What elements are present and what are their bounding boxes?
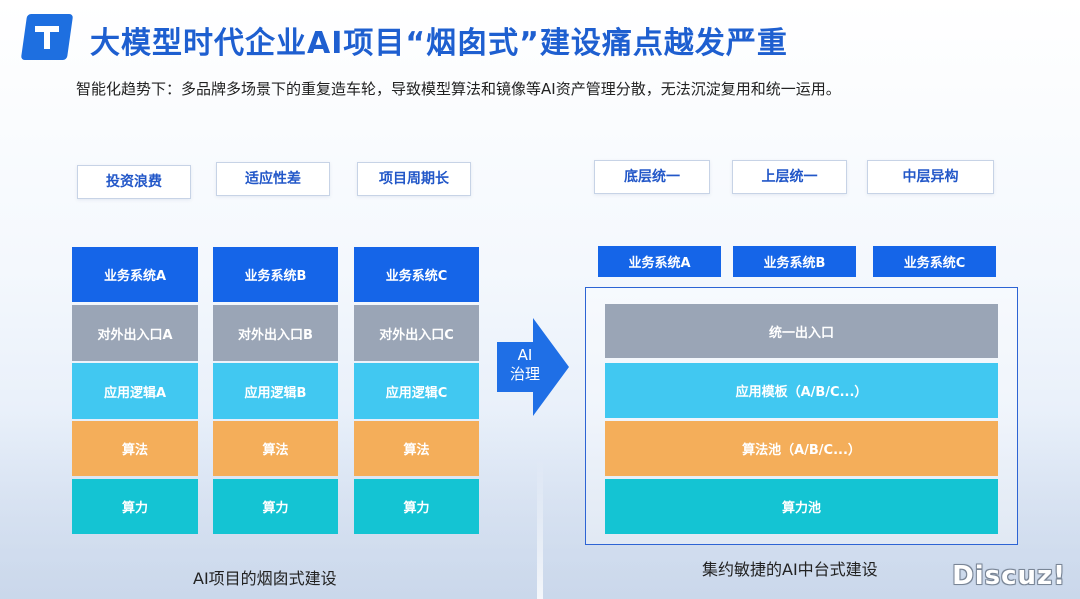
right-system-c: 业务系统C — [873, 246, 996, 277]
system-block-c: 业务系统C — [354, 247, 479, 302]
arrow-label: AI 治理 — [501, 346, 549, 384]
algorithm-block-b: 算法 — [213, 421, 338, 476]
benefit-tag: 底层统一 — [594, 160, 710, 194]
logic-block-b: 应用逻辑B — [213, 363, 338, 419]
algorithm-block-a: 算法 — [72, 421, 198, 476]
page-subtitle: 智能化趋势下：多品牌多场景下的重复造车轮，导致模型算法和镜像等AI资产管理分散，… — [76, 80, 841, 98]
compute-block-c: 算力 — [354, 479, 479, 534]
governance-arrow-icon — [497, 318, 569, 416]
compute-block-b: 算力 — [213, 479, 338, 534]
compute-pool-layer: 算力池 — [605, 479, 998, 534]
io-block-a: 对外出入口A — [72, 305, 198, 361]
logic-block-c: 应用逻辑C — [354, 363, 479, 419]
watermark: Discuz! — [952, 561, 1066, 591]
template-layer: 应用模板（A/B/C...） — [605, 363, 998, 418]
io-block-c: 对外出入口C — [354, 305, 479, 361]
logo — [20, 14, 74, 60]
left-caption: AI项目的烟囱式建设 — [193, 569, 337, 588]
arrow-label-line1: AI — [517, 346, 533, 364]
benefit-tag: 中层异构 — [867, 160, 994, 194]
system-block-a: 业务系统A — [72, 247, 198, 302]
arrow-label-line2: 治理 — [509, 365, 540, 383]
system-block-b: 业务系统B — [213, 247, 338, 302]
problem-tag: 适应性差 — [216, 162, 330, 196]
algorithm-pool-layer: 算法池（A/B/C...） — [605, 421, 998, 476]
logo-t-icon — [35, 26, 59, 49]
algorithm-block-c: 算法 — [354, 421, 479, 476]
right-caption: 集约敏捷的AI中台式建设 — [702, 560, 878, 579]
problem-tag: 项目周期长 — [357, 162, 471, 196]
page-title: 大模型时代企业AI项目“烟囱式”建设痛点越发严重 — [90, 26, 788, 61]
right-system-a: 业务系统A — [598, 246, 721, 277]
compute-block-a: 算力 — [72, 479, 198, 534]
unified-io-layer: 统一出入口 — [605, 304, 998, 358]
problem-tag: 投资浪费 — [77, 165, 191, 199]
io-block-b: 对外出入口B — [213, 305, 338, 361]
benefit-tag: 上层统一 — [732, 160, 847, 194]
logic-block-a: 应用逻辑A — [72, 363, 198, 419]
right-system-b: 业务系统B — [733, 246, 856, 277]
